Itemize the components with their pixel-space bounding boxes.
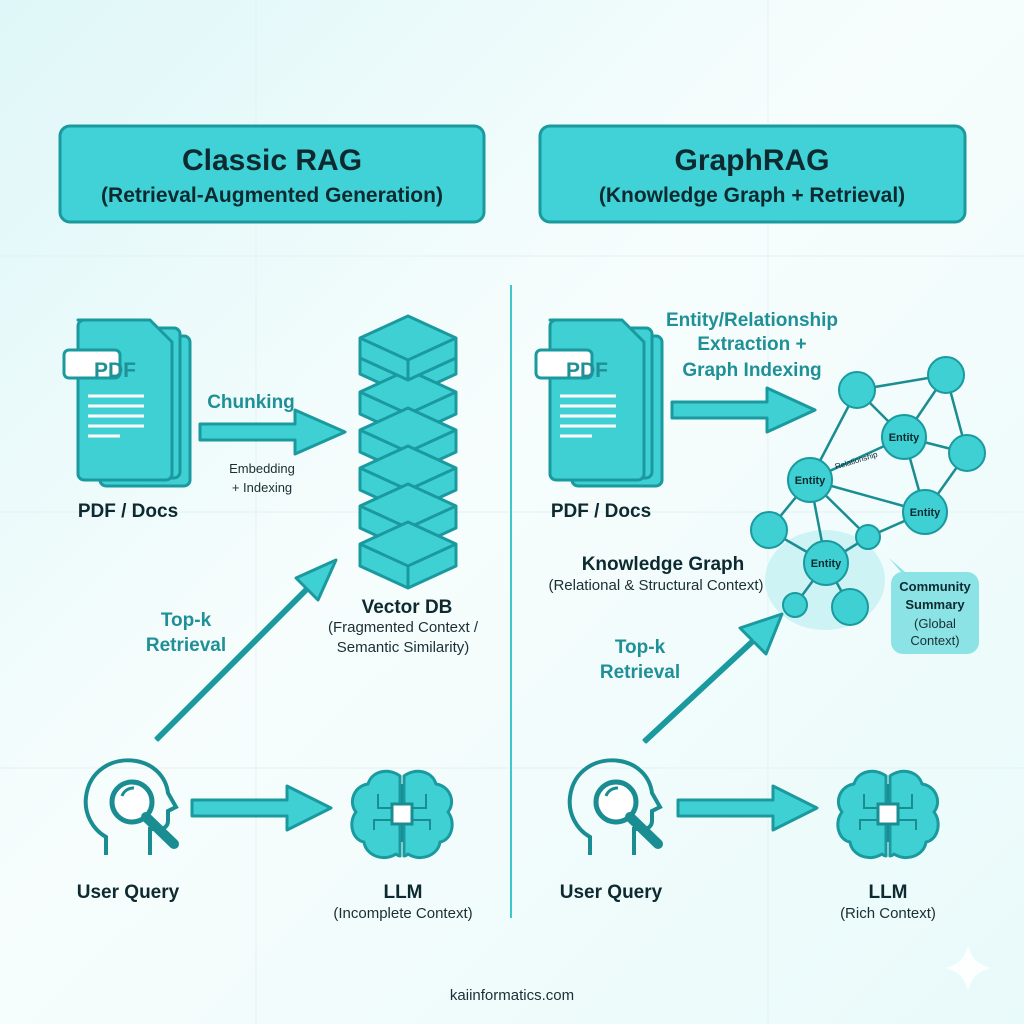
sparkle-icon xyxy=(945,945,991,991)
llm-label: LLM xyxy=(383,882,422,903)
extraction-arrow-icon xyxy=(670,386,817,434)
docs-label: PDF / Docs xyxy=(78,501,178,522)
llm-label: LLM xyxy=(868,882,907,903)
chunking-arrow-icon xyxy=(198,408,347,456)
query-arrow-icon xyxy=(676,784,819,832)
vectordb-sub: (Fragmented Context / xyxy=(328,619,479,636)
community-summary: Community Summary (Global Context) xyxy=(889,558,979,654)
graphrag-header: GraphRAG (Knowledge Graph + Retrieval) xyxy=(538,124,967,224)
user-search-icon xyxy=(86,760,176,855)
community-label-2: Summary xyxy=(905,597,965,612)
community-sub: (Global xyxy=(914,616,956,631)
vectordb-label: Vector DB xyxy=(362,597,453,618)
extraction-label-3: Graph Indexing xyxy=(682,360,821,381)
graphrag-subtitle: (Knowledge Graph + Retrieval) xyxy=(599,184,905,207)
retrieval-label: Top-k xyxy=(615,637,666,658)
brain-chip-icon xyxy=(836,769,940,860)
relationship-label: Relationship xyxy=(834,450,879,472)
retrieval-arrow-icon xyxy=(642,612,784,744)
classic-subtitle: (Retrieval-Augmented Generation) xyxy=(101,184,443,207)
entity-node: Entity xyxy=(889,432,920,444)
docs-label: PDF / Docs xyxy=(551,501,651,522)
knowledge-graph-icon: Entity Entity Entity Entity Relationship xyxy=(750,356,986,630)
kg-sub: (Relational & Structural Context) xyxy=(548,577,763,594)
classic-title: Classic RAG xyxy=(182,144,362,177)
retrieval-label: Top-k xyxy=(161,610,212,631)
pdf-badge: PDF xyxy=(94,359,136,382)
graphrag-title: GraphRAG xyxy=(674,144,829,177)
llm-sub: (Incomplete Context) xyxy=(333,905,472,922)
llm-sub: (Rich Context) xyxy=(840,905,936,922)
vectordb-sub-2: Semantic Similarity) xyxy=(337,639,470,656)
retrieval-label-2: Retrieval xyxy=(146,635,226,656)
document-stack-icon xyxy=(534,318,664,488)
embedding-label: Embedding xyxy=(229,461,295,476)
pdf-badge: PDF xyxy=(566,359,608,382)
community-label: Community xyxy=(899,579,971,594)
user-query-label: User Query xyxy=(77,882,180,903)
indexing-label: + Indexing xyxy=(232,480,292,495)
brain-chip-icon xyxy=(350,769,454,860)
database-stack-icon xyxy=(358,314,458,590)
retrieval-arrow-icon xyxy=(154,558,338,742)
kg-label: Knowledge Graph xyxy=(582,554,745,575)
entity-node: Entity xyxy=(795,475,826,487)
classic-rag-header: Classic RAG (Retrieval-Augmented Generat… xyxy=(58,124,486,224)
footer-link: kaiinformatics.com xyxy=(450,987,574,1004)
extraction-label: Entity/Relationship xyxy=(666,310,838,331)
community-sub-2: Context) xyxy=(910,633,959,648)
entity-node: Entity xyxy=(910,507,941,519)
user-search-icon xyxy=(570,760,660,855)
document-stack-icon xyxy=(62,318,192,488)
user-query-label: User Query xyxy=(560,882,663,903)
extraction-label-2: Extraction + xyxy=(697,334,806,355)
retrieval-label-2: Retrieval xyxy=(600,662,680,683)
entity-node: Entity xyxy=(811,558,842,570)
query-arrow-icon xyxy=(190,784,333,832)
chunking-label: Chunking xyxy=(207,392,295,413)
